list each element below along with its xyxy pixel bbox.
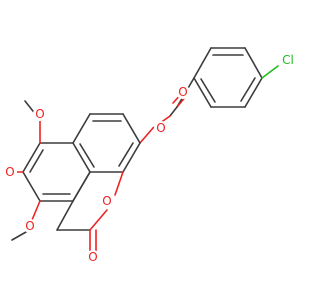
bond	[22, 171, 41, 202]
bond	[240, 77, 256, 102]
label-background	[154, 121, 168, 135]
atom-labels: Cl O O O O O O O	[3, 51, 297, 264]
label-background	[3, 165, 17, 179]
bond-ring-oxygen	[89, 209, 108, 231]
bond-to-chlorine	[261, 65, 279, 79]
methoxy-oxygen-label-top: O	[35, 107, 44, 121]
bond	[72, 142, 91, 173]
bond	[244, 77, 263, 108]
methoxy-oxygen-label-middle: O	[5, 165, 14, 179]
label-background	[100, 194, 114, 208]
bond	[244, 47, 263, 79]
label-background	[86, 250, 100, 264]
bond	[169, 106, 178, 117]
bond	[79, 143, 95, 168]
chlorine-atom-label: Cl	[282, 53, 294, 67]
methoxy-oxygen-label-bottom: O	[25, 219, 34, 233]
bond	[72, 171, 91, 202]
lactone-oxygen-label: O	[88, 250, 97, 264]
bond	[56, 200, 74, 231]
bond	[200, 78, 216, 103]
molecule-diagram: Cl O O O O O O O	[3, 47, 297, 264]
bond	[72, 113, 91, 144]
ring-oxygen-label: O	[102, 194, 111, 208]
ester-oxygen-label: O	[156, 121, 165, 135]
bond	[29, 149, 44, 173]
bond-methyl	[11, 231, 27, 241]
bond	[193, 47, 212, 79]
label-background	[176, 85, 190, 99]
bond	[22, 142, 41, 173]
label-background	[33, 107, 47, 121]
bond	[122, 142, 141, 173]
bond	[122, 113, 141, 144]
bond-network	[4, 47, 279, 253]
molecule-structure-svg: Cl O O O O O O O	[3, 47, 297, 264]
bond-methoxy-oxygen	[31, 200, 41, 221]
bond	[193, 77, 212, 108]
bond-ring-oxygen	[114, 171, 124, 196]
carbonyl-oxygen-label: O	[178, 85, 187, 99]
label-background	[23, 219, 37, 233]
bond	[118, 142, 134, 167]
bond-ester-oxygen	[139, 127, 154, 144]
label-background	[279, 51, 297, 69]
